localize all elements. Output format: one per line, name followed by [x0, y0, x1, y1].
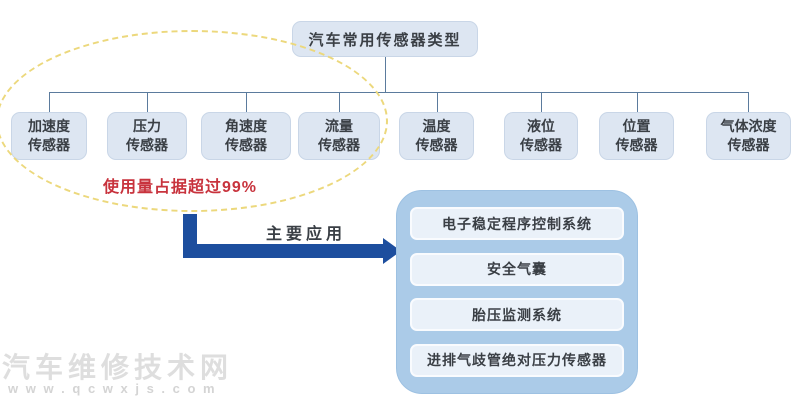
sensor-node-liquid-level: 液位 传感器: [504, 112, 578, 160]
sensor-node-label: 液位 传感器: [520, 118, 562, 153]
arrow-horizontal-segment: [183, 244, 383, 258]
watermark-site-url: w w w . q c w x j s . c o m: [8, 381, 217, 396]
stub-connector-line: [437, 92, 438, 112]
sensor-node-label: 气体浓度 传感器: [720, 118, 777, 153]
root-node: 汽车常用传感器类型: [292, 21, 478, 57]
stub-connector-line: [541, 92, 542, 112]
sensor-node-label: 位置 传感器: [615, 118, 658, 153]
root-node-label: 汽车常用传感器类型: [308, 31, 462, 49]
rail-connector-line: [49, 92, 748, 93]
stub-connector-line: [748, 92, 749, 112]
application-item: 安全气囊: [410, 252, 624, 286]
application-item: 电子稳定程序控制系统: [410, 207, 624, 241]
application-item: 进排气歧管绝对压力传感器: [410, 343, 624, 377]
sensor-node-gas-concentration: 气体浓度 传感器: [706, 112, 791, 160]
application-item: 胎压监测系统: [410, 298, 624, 332]
arrow-label: 主要应用: [266, 226, 347, 243]
stub-connector-line: [637, 92, 638, 112]
trunk-connector-line: [385, 57, 386, 92]
watermark-site-name: 汽车维修技术网: [2, 352, 234, 383]
usage-note: 使用量占据超过99%: [103, 179, 258, 196]
highlight-ellipse: [0, 30, 388, 212]
sensor-node-label: 温度 传感器: [415, 118, 458, 153]
sensor-node-temperature: 温度 传感器: [399, 112, 474, 160]
applications-panel: 电子稳定程序控制系统 安全气囊 胎压监测系统 进排气歧管绝对压力传感器: [396, 190, 638, 394]
sensor-node-position: 位置 传感器: [599, 112, 674, 160]
